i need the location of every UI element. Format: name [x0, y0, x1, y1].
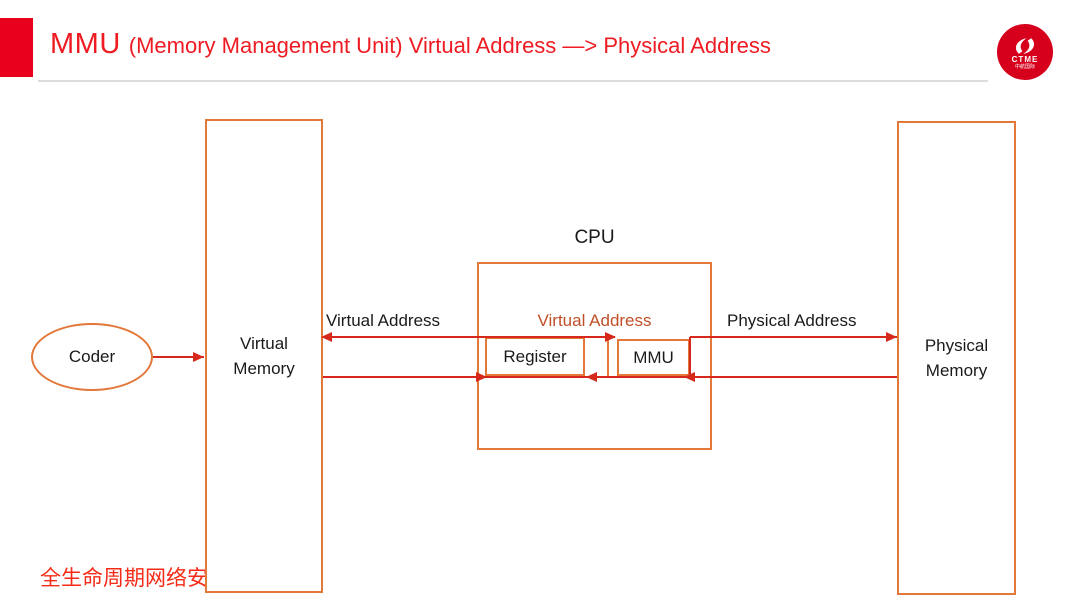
- header-divider: [38, 80, 988, 82]
- physical-address-line: [690, 336, 897, 338]
- physical-memory-box: Physical Memory: [897, 121, 1016, 595]
- virtual-address-line: [323, 336, 615, 338]
- coder-to-vm-arrowhead: [193, 352, 204, 362]
- register-mmu-connector: [607, 338, 609, 376]
- mmu-box: MMU: [617, 339, 690, 376]
- register-box: Register: [485, 337, 585, 376]
- coder-to-vm-line: [153, 356, 204, 358]
- cpu-virtual-address-label: Virtual Address: [537, 311, 652, 330]
- physical-address-label: Physical Address: [727, 311, 857, 330]
- return-arrowhead-into-register-right: [586, 372, 597, 382]
- mmu-down-line: [689, 337, 691, 377]
- virtual-address-label: Virtual Address: [326, 311, 441, 330]
- slide-title-main: MMU: [50, 28, 121, 60]
- physical-memory-label-line2: Memory: [925, 361, 988, 380]
- slide-title-rest: (Memory Management Unit) Virtual Address…: [128, 33, 771, 58]
- coder-node: Coder: [31, 323, 153, 391]
- physical-address-arrowhead: [886, 332, 897, 342]
- cpu-label: CPU: [574, 227, 615, 248]
- company-logo: CTME 中航国际: [997, 24, 1053, 80]
- virtual-memory-label-line1: Virtual: [240, 334, 288, 353]
- virtual-memory-label-line2: Memory: [233, 359, 295, 378]
- watermark-text: 全生命周期网络安: [40, 567, 208, 590]
- mmu-label: MMU: [633, 348, 674, 367]
- return-arrowhead-into-mmu: [684, 372, 695, 382]
- physical-memory-label-line1: Physical: [924, 336, 989, 355]
- virtual-address-arrowhead-right: [605, 332, 616, 342]
- cpu-box: [477, 262, 712, 450]
- return-arrowhead-into-register-left: [476, 372, 487, 382]
- coder-label: Coder: [68, 347, 116, 366]
- logo-text: CTME: [1011, 55, 1039, 64]
- logo-swirl-icon: [1015, 38, 1035, 54]
- virtual-address-arrowhead-left: [321, 332, 332, 342]
- return-line: [323, 376, 897, 378]
- register-label: Register: [503, 347, 567, 366]
- title-accent-block: [0, 18, 33, 77]
- slide-title: MMU (Memory Management Unit) Virtual Addr…: [50, 28, 771, 61]
- virtual-memory-box: Virtual Memory: [205, 119, 323, 593]
- logo-subtext: 中航国际: [1014, 64, 1035, 70]
